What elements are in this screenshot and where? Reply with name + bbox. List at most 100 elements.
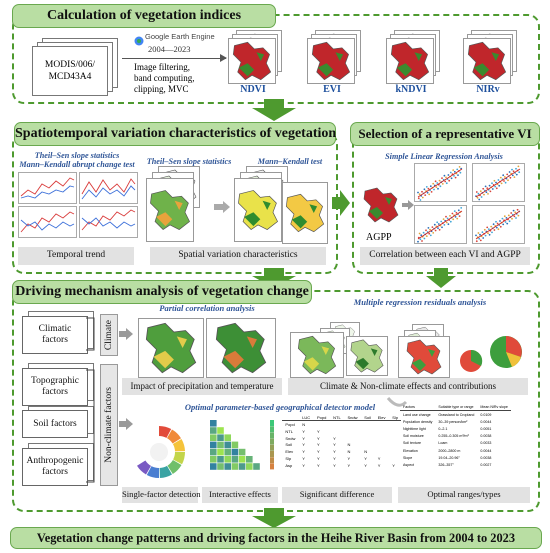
sig-cell: Y	[316, 428, 320, 434]
single-factor-caption-bar	[122, 487, 198, 503]
sig-cell: Y	[347, 455, 351, 461]
opt-header-cell: Mean NIRv slope	[477, 404, 511, 411]
sig-cell: Y	[333, 455, 336, 461]
sig-cell: Y	[364, 462, 367, 468]
sig-header-cell: Slp	[388, 414, 402, 422]
sig-cell	[344, 421, 361, 428]
interactive-caption: Interactive effects	[209, 489, 271, 499]
vi-map-front	[307, 38, 355, 84]
partial-corr-map-temp	[206, 318, 276, 378]
opt-cell: 0–2.1	[438, 426, 448, 431]
sig-cell: Y	[377, 455, 381, 461]
vi-map-front	[386, 38, 434, 84]
sig-cell: Y	[377, 462, 381, 468]
single-factor-donut	[137, 425, 186, 479]
vi-label-ndvi: NDVI	[240, 84, 266, 95]
opt-cell: 30–39 person/km²	[438, 419, 468, 424]
sig-cell: Y	[333, 462, 336, 468]
opt-cell: 0.0033	[480, 441, 492, 446]
factor-brackets	[86, 317, 95, 483]
opt-cell: Elevation	[403, 448, 418, 453]
opt-cell: 0.0038	[480, 434, 492, 439]
topographic-factors-card: Topographic factors	[22, 368, 88, 406]
sig-cell	[330, 428, 344, 435]
down-arrow-icon	[252, 99, 296, 121]
nonclimate-group-box: Non-climate factors	[100, 364, 118, 486]
sig-cell: Y	[302, 435, 305, 441]
gee-years: 2004—2023	[148, 44, 191, 54]
correlation-caption: Correlation between each VI and AGPP	[369, 250, 521, 260]
opt-cell: Land use change	[403, 412, 431, 417]
opt-cell: Aspect	[403, 462, 414, 467]
interactive-effects-heatmap	[200, 414, 278, 484]
vi-calculation-header: Calculation of vegetation indices	[12, 4, 276, 28]
sig-cell: Y	[302, 442, 305, 448]
opt-header-cell: Factors	[400, 404, 436, 411]
gee-brand: Google Earth Engine	[145, 32, 215, 41]
opt-cell: 19.04–20.96°	[438, 455, 460, 460]
anthropogenic-factors-card: Anthropogenic factors	[22, 448, 88, 486]
right-arrow-icon	[119, 328, 133, 340]
sig-cell	[344, 428, 361, 435]
sig-header-cell	[282, 414, 299, 422]
right-arrow-icon	[332, 190, 350, 216]
opt-cell: 0.0027	[480, 462, 492, 467]
sig-cell: Y	[347, 462, 351, 468]
spatiotemporal-header: Spatiotemporal variation characteristics…	[14, 122, 336, 146]
optimal-geodetector-title: Optimal parameter-based geographical det…	[184, 402, 376, 412]
sig-cell	[374, 421, 389, 428]
sig-cell: Y	[302, 449, 305, 455]
opt-cell: Soil texture	[403, 441, 421, 446]
vi-map-front	[228, 38, 276, 84]
mann-kendall-map	[234, 178, 282, 242]
impact-caption: Impact of precipitation and temperature	[130, 381, 274, 391]
optimal-caption: Optimal ranges/types	[427, 489, 501, 499]
vi-map-front	[463, 38, 511, 84]
agpp-arrow-icon	[402, 200, 414, 210]
sig-cell: Y	[316, 435, 320, 441]
contrib-caption: Climate & Non-climate effects and contri…	[319, 381, 497, 391]
sig-cell	[344, 435, 361, 442]
sig-cell: Popd	[285, 422, 295, 428]
climate-group-box: Climate	[100, 314, 118, 356]
gee-steps: Image filtering, band computing, clippin…	[134, 62, 195, 94]
modis-source-label: MODIS/006/ MCD43A4	[44, 60, 96, 82]
sig-cell	[330, 421, 344, 428]
down-arrow-icon	[252, 508, 296, 528]
temporal-trend-graphic	[18, 172, 138, 238]
sig-cell: N	[364, 449, 368, 455]
opt-cell: Slope	[403, 455, 413, 460]
sig-cell	[374, 442, 389, 449]
opt-cell: Nighttime light	[403, 426, 426, 431]
sig-cell: Soil	[285, 442, 293, 448]
significant-caption: Significant difference	[299, 489, 375, 499]
sig-cell: Y	[302, 428, 305, 434]
gee-arrow-icon	[220, 54, 227, 62]
climatic-factors-card: Climatic factors	[22, 316, 88, 354]
optimal-caption-bar	[398, 487, 530, 503]
sig-cell	[314, 421, 330, 428]
theil-sen-map	[146, 178, 194, 242]
gee-logo-icon	[134, 33, 144, 46]
contrib-caption-bar	[288, 378, 528, 395]
sig-cell: Elev	[285, 449, 294, 455]
opt-cell: 0.0044	[480, 419, 492, 424]
opt-cell: Soil moisture	[403, 434, 424, 439]
right-arrow-icon	[119, 418, 133, 430]
opt-cell: 0.0109	[480, 412, 492, 417]
driving-mechanism-header: Driving mechanism analysis of vegetation…	[12, 280, 312, 304]
conclusion-banner: Vegetation change patterns and driving f…	[10, 527, 542, 549]
opt-header-cell: Suitable type or range	[435, 404, 478, 411]
sig-header-cell: LUC	[298, 414, 314, 422]
sig-cell: Y	[333, 435, 336, 441]
sig-cell: N	[347, 449, 351, 455]
residual-map-2	[346, 336, 388, 376]
sig-cell: Slp	[285, 455, 292, 461]
sig-cell: Y	[316, 462, 320, 468]
sig-cell: Y	[364, 455, 367, 461]
sig-cell: Asp	[285, 462, 293, 468]
sig-cell	[374, 448, 389, 455]
sig-header-cell: Popd	[313, 414, 330, 422]
significant-caption-bar	[282, 487, 392, 503]
